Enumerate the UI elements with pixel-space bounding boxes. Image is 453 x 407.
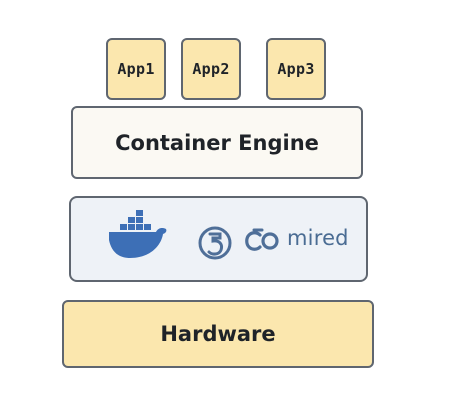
app1-label: App1 xyxy=(117,60,155,78)
mired-wordmark: mired xyxy=(287,226,349,250)
app2-box: App2 xyxy=(181,38,241,100)
app3-label: App3 xyxy=(277,60,315,78)
hardware-box: Hardware xyxy=(62,300,374,368)
swirl-icon xyxy=(198,226,232,260)
container-engine-box: Container Engine xyxy=(71,106,363,179)
app2-label: App2 xyxy=(192,60,230,78)
co-icon xyxy=(245,228,279,251)
docker-whale-icon xyxy=(109,210,167,258)
container-engine-label: Container Engine xyxy=(115,130,319,155)
app3-box: App3 xyxy=(266,38,326,100)
hardware-label: Hardware xyxy=(160,322,276,346)
app1-box: App1 xyxy=(106,38,166,100)
